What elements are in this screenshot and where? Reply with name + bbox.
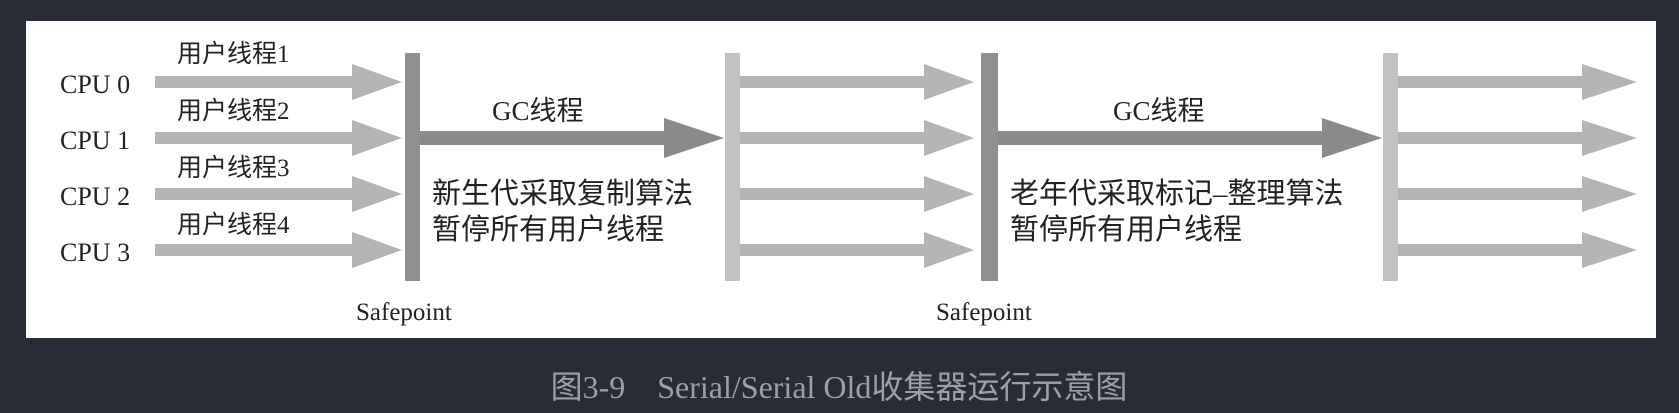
user-thread-arrow [740,232,974,268]
cpu-label: CPU 2 [60,182,130,211]
safepoint-bar [405,53,420,281]
user-thread-arrow [1398,232,1637,268]
user-thread-arrow [1398,64,1637,100]
user-thread-label: 用户线程4 [177,211,290,239]
user-thread-arrow [740,120,974,156]
old-gen-description: 老年代采取标记–整理算法 [1010,177,1344,210]
user-thread-arrow [155,176,402,212]
user-thread-arrow [1398,120,1637,156]
young-gen-description: 新生代采取复制算法 [432,177,693,210]
gc-thread-arrow [420,118,724,158]
safepoint-label: Safepoint [356,299,452,326]
gc-thread-label: GC线程 [492,96,584,126]
user-thread-arrow [740,64,974,100]
gc-thread-arrow [998,118,1382,158]
gc-thread-label: GC线程 [1113,96,1205,126]
pause-description: 暂停所有用户线程 [432,213,664,246]
figure-caption: 图3-9 Serial/Serial Old收集器运行示意图 [551,369,1128,405]
safepoint-label: Safepoint [936,299,1032,326]
user-thread-arrow [740,176,974,212]
user-thread-label: 用户线程1 [177,40,290,68]
user-thread-label: 用户线程3 [177,154,290,182]
resume-bar [1383,53,1398,281]
cpu-label: CPU 1 [60,126,130,155]
pause-description: 暂停所有用户线程 [1010,213,1242,246]
cpu-label: CPU 0 [60,70,130,99]
cpu-label: CPU 3 [60,238,130,267]
user-thread-label: 用户线程2 [177,97,290,125]
user-thread-arrow [155,64,402,100]
resume-bar [725,53,740,281]
safepoint-bar [981,53,998,281]
user-thread-arrow [155,120,402,156]
user-thread-arrow [155,232,402,268]
user-thread-arrow [1398,176,1637,212]
